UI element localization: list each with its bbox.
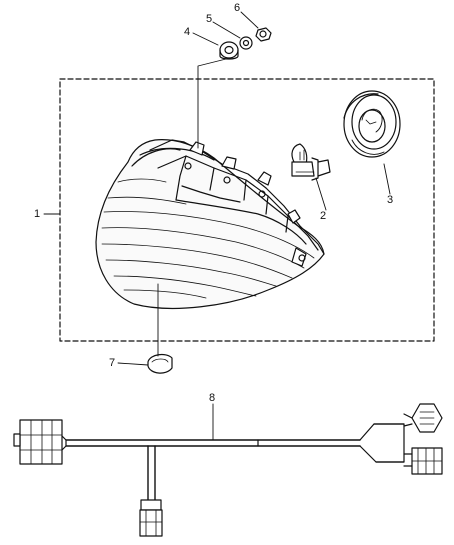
leader-lines [43, 11, 391, 441]
callout-1: 1 [34, 208, 41, 220]
callout-3: 3 [387, 194, 394, 206]
callout-6: 6 [234, 2, 241, 14]
assembly-boundary [59, 78, 435, 342]
headlamp-housing [95, 139, 325, 309]
callout-4: 4 [184, 26, 191, 38]
callout-2: 2 [320, 210, 327, 222]
dust-cap [343, 90, 401, 158]
callout-5: 5 [206, 13, 213, 25]
clip [147, 353, 173, 374]
bulb [291, 143, 331, 181]
callout-8: 8 [209, 392, 216, 404]
callout-7: 7 [109, 357, 116, 369]
wiring-harness [13, 403, 443, 537]
grommet [219, 41, 239, 60]
washer [239, 36, 253, 50]
nut [255, 27, 272, 42]
